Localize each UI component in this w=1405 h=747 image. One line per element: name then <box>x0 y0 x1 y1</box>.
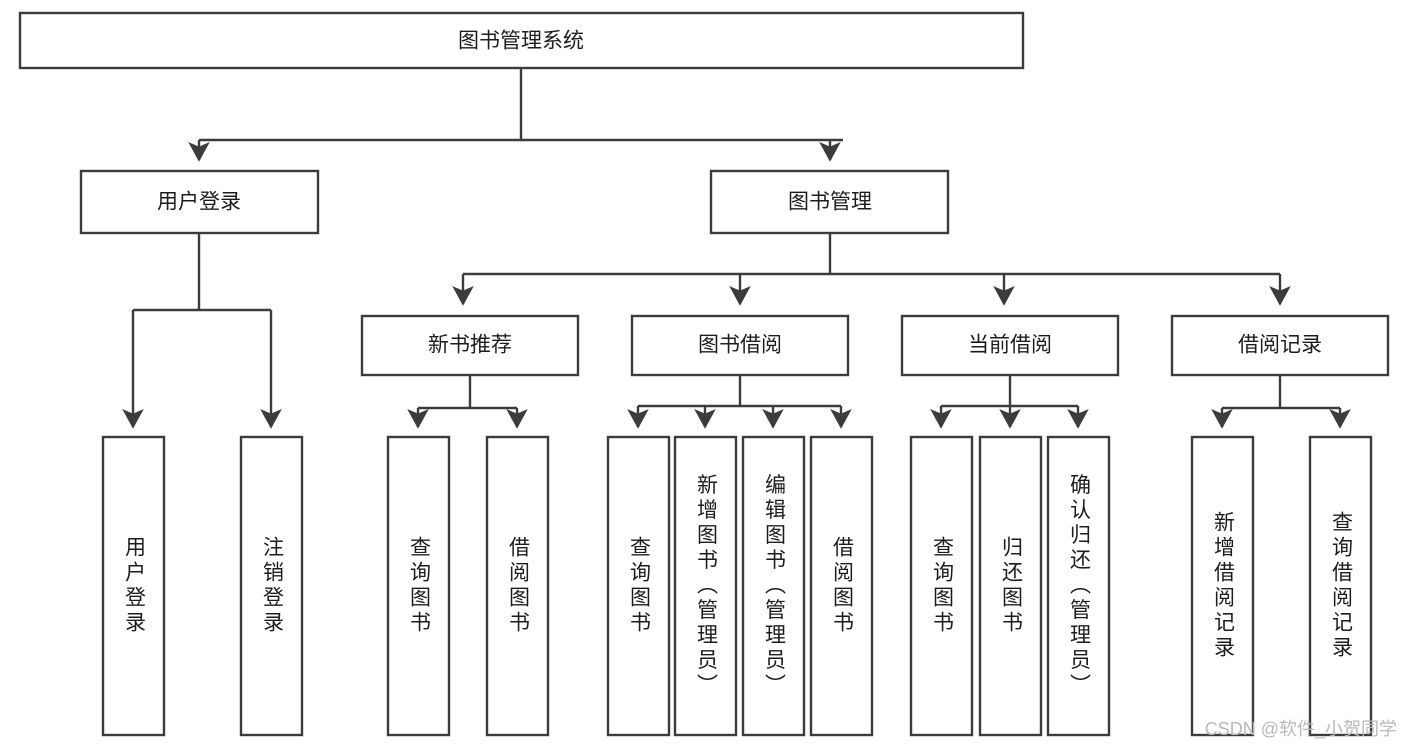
leaf-book-borrow-borrow-label: 借阅图书 <box>830 536 854 636</box>
leaf-new-book-query[interactable]: 查询图书 <box>386 435 451 737</box>
leaf-user-login-signout[interactable]: 注销登录 <box>239 435 304 737</box>
leaf-current-borrow-query-label: 查询图书 <box>930 536 954 636</box>
node-borrow-record-label: 借阅记录 <box>1238 334 1322 357</box>
leaf-borrow-record-query-label: 查询借阅记录 <box>1329 511 1353 661</box>
leaf-book-borrow-borrow[interactable]: 借阅图书 <box>809 435 874 737</box>
leaf-book-borrow-add-label: 新增图书（管理员） <box>694 474 718 699</box>
csdn-watermark: CSDN @软件_小贺同学 <box>1204 719 1397 739</box>
node-new-book-recommend-label: 新书推荐 <box>428 334 512 357</box>
node-book-borrow[interactable]: 图书借阅 <box>630 314 850 377</box>
leaf-new-book-borrow[interactable]: 借阅图书 <box>485 435 550 737</box>
node-new-book-recommend[interactable]: 新书推荐 <box>360 314 580 377</box>
node-current-borrow[interactable]: 当前借阅 <box>900 314 1120 377</box>
leaf-current-borrow-confirm-return[interactable]: 确认归还（管理员） <box>1046 435 1111 737</box>
node-user-login[interactable]: 用户登录 <box>79 169 320 235</box>
leaf-current-borrow-return[interactable]: 归还图书 <box>978 435 1043 737</box>
leaf-current-borrow-query[interactable]: 查询图书 <box>909 435 974 737</box>
node-book-management[interactable]: 图书管理 <box>709 169 950 235</box>
connector-borrowrecord-to-leaves <box>1211 375 1351 429</box>
leaf-user-login-signout-label: 注销登录 <box>260 536 284 636</box>
leaf-book-borrow-query-label: 查询图书 <box>627 536 651 636</box>
leaf-user-login-signin-label: 用户登录 <box>122 536 146 636</box>
node-root-label: 图书管理系统 <box>458 30 584 53</box>
leaf-current-borrow-return-label: 归还图书 <box>999 536 1023 636</box>
connector-currentborrow-to-leaves <box>930 375 1089 429</box>
leaf-user-login-signin[interactable]: 用户登录 <box>101 435 166 737</box>
node-book-management-label: 图书管理 <box>788 191 872 214</box>
leaf-borrow-record-add-label: 新增借阅记录 <box>1211 511 1235 661</box>
leaf-book-borrow-query[interactable]: 查询图书 <box>606 435 671 737</box>
leaf-new-book-query-label: 查询图书 <box>407 536 431 636</box>
leaf-borrow-record-query[interactable]: 查询借阅记录 <box>1308 435 1373 737</box>
connector-root-to-level2 <box>188 68 843 162</box>
leaf-book-borrow-add[interactable]: 新增图书（管理员） <box>673 435 738 737</box>
node-book-borrow-label: 图书借阅 <box>698 334 782 357</box>
node-current-borrow-label: 当前借阅 <box>968 334 1052 357</box>
leaf-book-borrow-edit-label: 编辑图书（管理员） <box>762 474 786 699</box>
leaf-new-book-borrow-label: 借阅图书 <box>506 536 530 636</box>
connector-bookborrow-to-leaves <box>627 375 852 429</box>
node-borrow-record[interactable]: 借阅记录 <box>1170 314 1390 377</box>
node-root-book-management-system[interactable]: 图书管理系统 <box>18 11 1025 70</box>
connector-userlogin-to-leaves <box>122 233 282 429</box>
leaf-borrow-record-add[interactable]: 新增借阅记录 <box>1190 435 1255 737</box>
leaf-current-borrow-confirm-return-label: 确认归还（管理员） <box>1067 474 1091 699</box>
leaf-book-borrow-edit[interactable]: 编辑图书（管理员） <box>741 435 806 737</box>
node-user-login-label: 用户登录 <box>157 191 241 214</box>
connector-bookmgmt-to-level3 <box>452 233 1291 306</box>
connector-newbook-to-leaves <box>407 375 528 429</box>
